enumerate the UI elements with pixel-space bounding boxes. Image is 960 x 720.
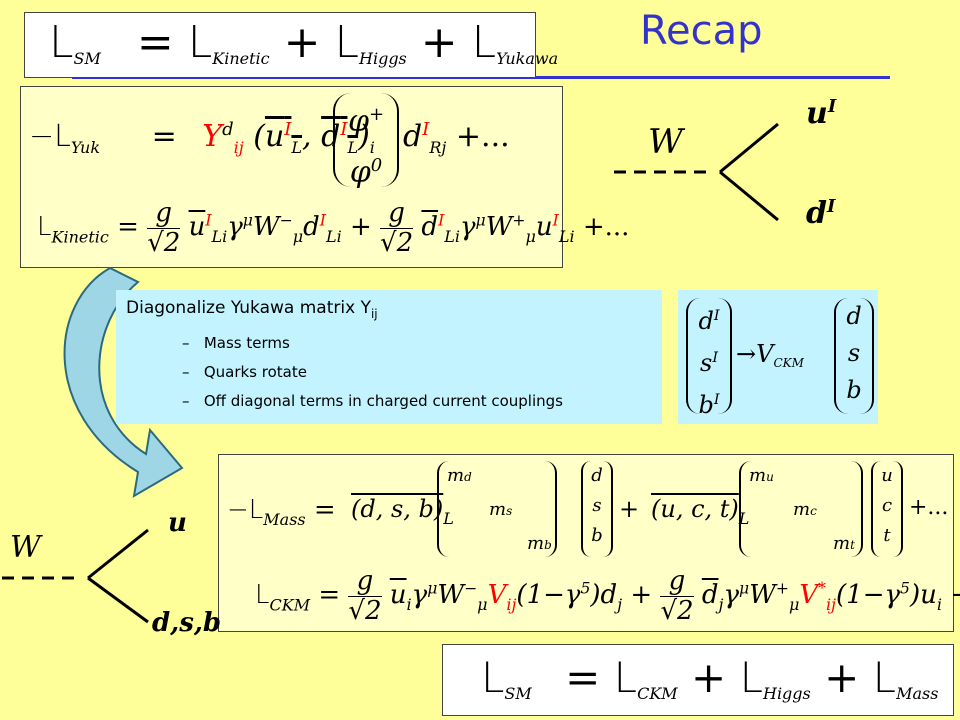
yukawa-tail: dIRj +... (403, 119, 510, 158)
quark-line-up (87, 528, 149, 580)
lower-dsb-label: d,s,b (152, 608, 222, 638)
down-mass-matrix: md ms mb (437, 461, 557, 557)
yukawa-equation: −LYuk = Ydij (uIL, dIL)i (29, 119, 375, 158)
mass-ellipsis: +... (909, 495, 949, 520)
interaction-box: −LYuk = Ydij (uIL, dIL)i φ+φ0 dIRj +... … (20, 86, 629, 268)
ckm-equation: LCKM = g√2 uiγμW−μVij(1−γ5)dj + g√2 djγμ… (255, 566, 960, 626)
ckm-rotation-box: dI sI bI →VCKM d s b (678, 290, 878, 424)
quark-line-up (719, 122, 779, 174)
up-mass-matrix: mu mc mt (739, 461, 863, 557)
lower-w-label: W (10, 530, 41, 565)
down-row-vector: (d, s, b)L (351, 495, 454, 529)
top-equation-box: LSM = LKinetic + LHiggs + LYukawa (24, 12, 558, 78)
plus-sign: + (619, 495, 640, 523)
diagonalize-box: Diagonalize Yukawa matrix Yij – Mass ter… (116, 290, 662, 424)
quark-line-down (719, 170, 779, 222)
arrow-shape (63, 266, 184, 498)
quark-line-down (87, 576, 149, 624)
lower-u-label: u (168, 508, 187, 538)
upper-w-label: W (648, 122, 683, 162)
list-item: – Mass terms (182, 333, 290, 352)
list-item: – Off diagonal terms in charged current … (182, 391, 563, 410)
lower-feynman-vertex (2, 528, 149, 624)
bottom-equation-box: LSM = LCKM + LHiggs + LMass (442, 644, 954, 716)
upper-feynman-vertex (614, 122, 779, 222)
upper-u-label: uI (806, 96, 837, 131)
higgs-doublet: φ+φ0 (333, 93, 399, 190)
quark-vector-mass: d s b (834, 298, 874, 414)
slide-title: Recap (640, 8, 763, 54)
upper-d-label: dI (806, 196, 836, 231)
top-equation: LSM = LKinetic + LHiggs + LYukawa (49, 17, 559, 69)
mass-equation-lhs: −LMass = (227, 495, 336, 530)
curved-arrow (63, 266, 184, 498)
diagonalize-heading: Diagonalize Yukawa matrix Yij (126, 298, 378, 321)
up-row-vector: (u, c, t)L (651, 495, 750, 529)
bottom-equation: LSM = LCKM + LHiggs + LMass (481, 653, 939, 704)
ckm-operator: →VCKM (736, 340, 804, 370)
list-item: – Quarks rotate (182, 362, 307, 381)
kinetic-equation: LKinetic = g√2 uILiγμW−μdILi + g√2 dILiγ… (37, 198, 630, 258)
diagonalize-list: – Mass terms – Quarks rotate – Off diago… (182, 329, 652, 416)
quark-vector-interaction: dI sI bI (686, 298, 732, 419)
